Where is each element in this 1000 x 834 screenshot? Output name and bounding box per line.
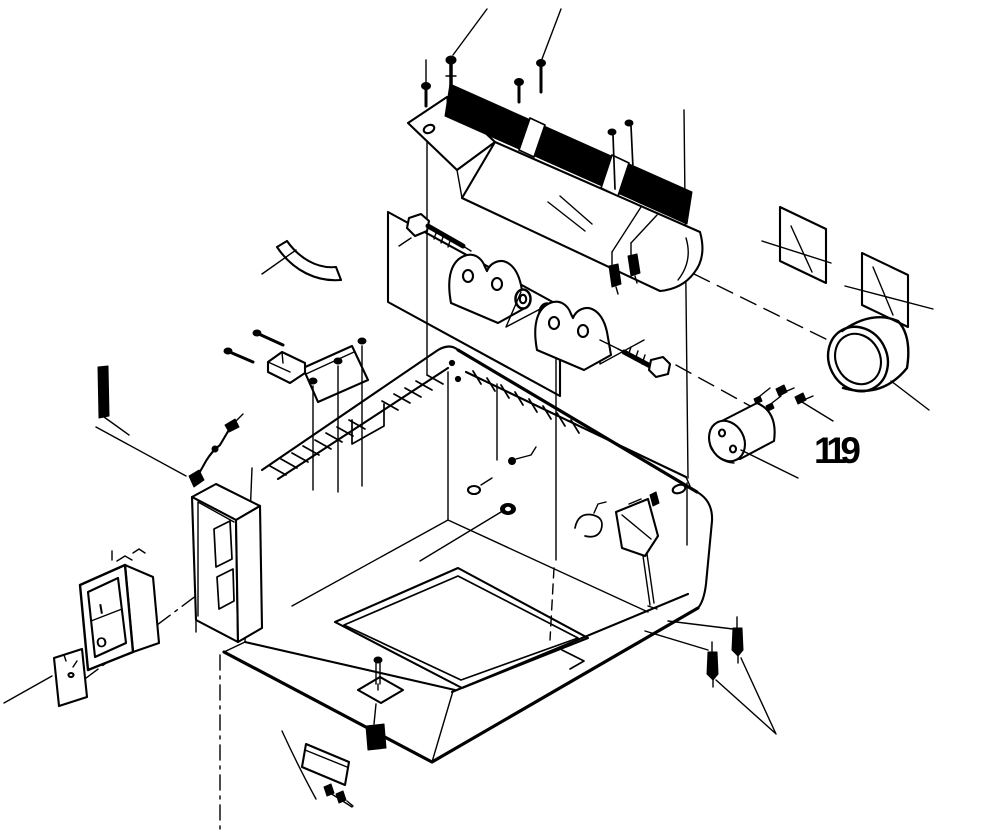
washer-1	[514, 288, 532, 310]
interior-parts	[419, 446, 660, 610]
motor-capacitor-119	[707, 384, 834, 479]
floor-recess	[333, 566, 590, 690]
clamp-screw-2	[252, 329, 262, 337]
screw-dot	[508, 457, 516, 465]
bottom-fasteners	[644, 616, 777, 735]
wall-step	[351, 403, 385, 445]
hex-bolt-right	[647, 355, 672, 379]
motor-cover	[406, 83, 704, 293]
cover-screws	[421, 8, 634, 190]
base-foot-parts	[281, 656, 405, 808]
end-plate-hole	[422, 123, 436, 135]
motor-bracket-1	[448, 253, 527, 325]
callout-leader-1	[740, 449, 799, 479]
housing-base	[222, 345, 714, 764]
rim-hole-dot-1	[448, 359, 456, 367]
side-plates	[761, 205, 934, 329]
terminal-plate-screws	[301, 337, 370, 493]
hole-callout	[466, 484, 482, 496]
rubber-foot	[365, 723, 387, 751]
cover-body	[460, 140, 704, 293]
switch-bezel	[78, 563, 135, 672]
brush-bar	[97, 365, 130, 436]
motor-bracket-2	[534, 300, 613, 372]
callout-leader-2	[801, 401, 834, 422]
side-plate-1	[778, 205, 828, 285]
switch-assembly: I O	[52, 548, 161, 708]
fin-gap-1	[518, 117, 546, 158]
vent-slats-left	[269, 374, 444, 476]
rim-hole-dot-2	[454, 375, 462, 383]
lead-wire	[95, 413, 244, 488]
axis-lines	[3, 109, 849, 833]
rotation-arrow	[261, 239, 343, 282]
clamp-screw-1	[223, 347, 233, 355]
hex-bolt-left	[405, 212, 431, 238]
under-cover-bolts	[547, 195, 658, 295]
wire-loop	[574, 513, 603, 538]
switch-on-mark[interactable]: I	[98, 601, 105, 617]
mount-hardware	[398, 212, 672, 379]
switch-tower	[190, 482, 264, 644]
vent-slats-right	[472, 370, 580, 434]
corner-hole	[671, 483, 687, 495]
pad-plate	[356, 675, 405, 705]
side-plate-2	[860, 251, 910, 329]
terminal-screw-1	[775, 384, 788, 397]
part-number-label[interactable]: 119	[814, 430, 861, 471]
bracket-rod	[642, 553, 658, 610]
dust-tube	[826, 316, 930, 411]
clamp-bracket	[223, 329, 307, 385]
terminal-screw-2	[794, 392, 807, 405]
switch-off-mark[interactable]: O	[95, 633, 109, 651]
